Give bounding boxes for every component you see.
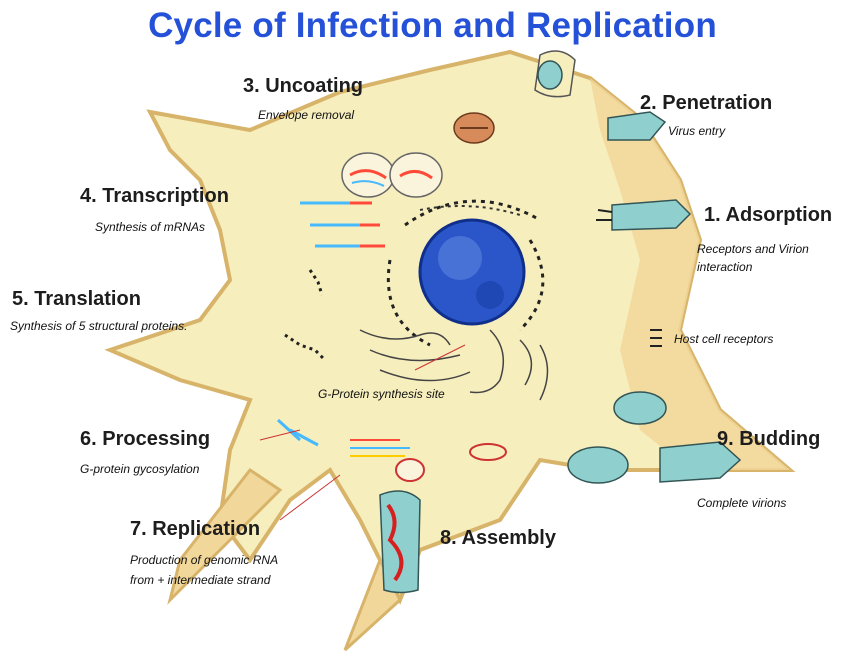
nucleus-highlight: [438, 236, 482, 280]
step-penetration-label: 2. Penetration: [640, 92, 772, 115]
virion-budding: [614, 392, 666, 424]
step-uncoating-desc: Envelope removal: [258, 106, 354, 124]
step-adsorption-desc-2: interaction: [697, 258, 752, 276]
step-penetration-desc: Virus entry: [668, 122, 725, 140]
step-translation-label: 5. Translation: [12, 288, 141, 311]
step-uncoating-label: 3. Uncoating: [243, 75, 363, 98]
step-replication-desc-2: from + intermediate strand: [130, 571, 270, 589]
step-replication-desc: Production of genomic RNA: [130, 551, 278, 569]
virion-entry: [608, 112, 665, 140]
step-translation-desc: Synthesis of 5 structural proteins.: [10, 317, 187, 335]
page-title: Cycle of Infection and Replication: [0, 6, 865, 46]
virion-budding: [568, 447, 628, 483]
vesicle: [342, 153, 394, 197]
step-transcription-desc: Synthesis of mRNAs: [95, 218, 205, 236]
step-processing-desc: G-protein gycosylation: [80, 460, 199, 478]
step-adsorption-desc: Receptors and Virion: [697, 240, 809, 258]
virion-assembly: [380, 491, 420, 593]
step-assembly-label: 8. Assembly: [440, 527, 556, 550]
vesicle: [390, 153, 442, 197]
step-transcription-label: 4. Transcription: [80, 185, 229, 208]
step-processing-label: 6. Processing: [80, 428, 210, 451]
step-budding-label: 9. Budding: [717, 428, 820, 451]
step-adsorption-label: 1. Adsorption: [704, 204, 832, 227]
virion-adsorption: [612, 200, 690, 230]
step-budding-desc: Complete virions: [697, 494, 786, 512]
host-receptors-annotation: Host cell receptors: [674, 330, 773, 348]
gprotein-site-annotation: G-Protein synthesis site: [318, 385, 445, 403]
step-replication-label: 7. Replication: [130, 518, 260, 541]
